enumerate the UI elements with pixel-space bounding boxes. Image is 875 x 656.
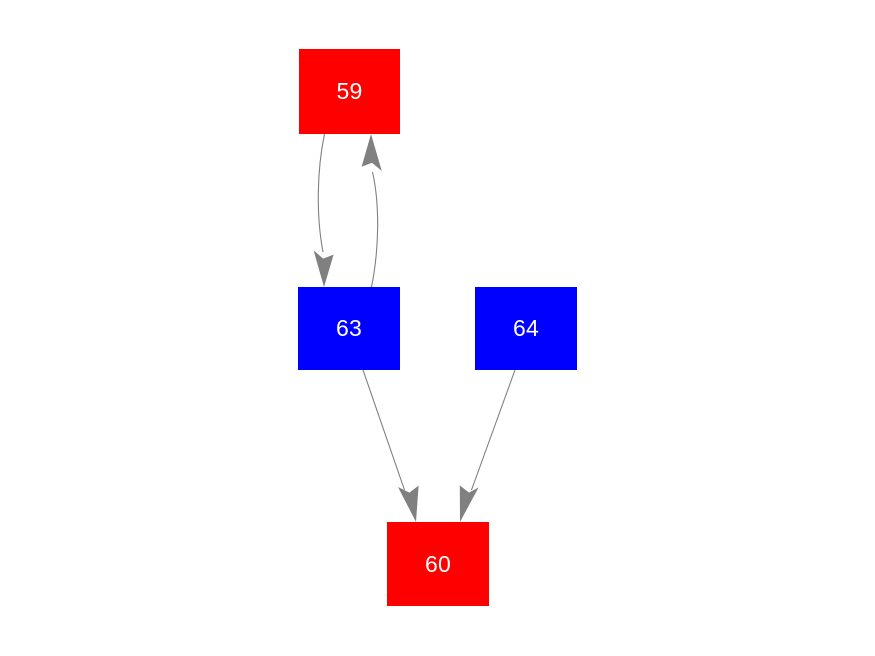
- graph-node-64-label: 64: [513, 315, 539, 341]
- graph-node-64[interactable]: 64: [475, 287, 577, 370]
- graph-node-63[interactable]: 63: [298, 287, 400, 370]
- edge-63-to-59-arrowhead: [361, 134, 382, 171]
- graph-node-59[interactable]: 59: [299, 49, 400, 134]
- graph-node-60-label: 60: [425, 550, 451, 577]
- edge-64-to-60: [459, 369, 516, 522]
- edge-63-to-59-line: [370, 171, 379, 288]
- edge-59-to-63-arrowhead: [313, 250, 334, 287]
- graph-node-59-label: 59: [336, 78, 363, 104]
- edge-59-to-63-line: [317, 133, 326, 253]
- edge-63-to-60: [362, 369, 419, 522]
- edge-59-to-63: [313, 133, 334, 287]
- edge-63-to-60-arrowhead: [398, 485, 419, 522]
- graph-node-63-label: 63: [336, 315, 362, 341]
- edge-64-to-60-line: [470, 369, 516, 491]
- graph-node-60[interactable]: 60: [387, 522, 489, 606]
- edge-64-to-60-arrowhead: [459, 485, 479, 522]
- edge-63-to-59: [361, 134, 382, 288]
- edge-63-to-60-line: [362, 369, 406, 491]
